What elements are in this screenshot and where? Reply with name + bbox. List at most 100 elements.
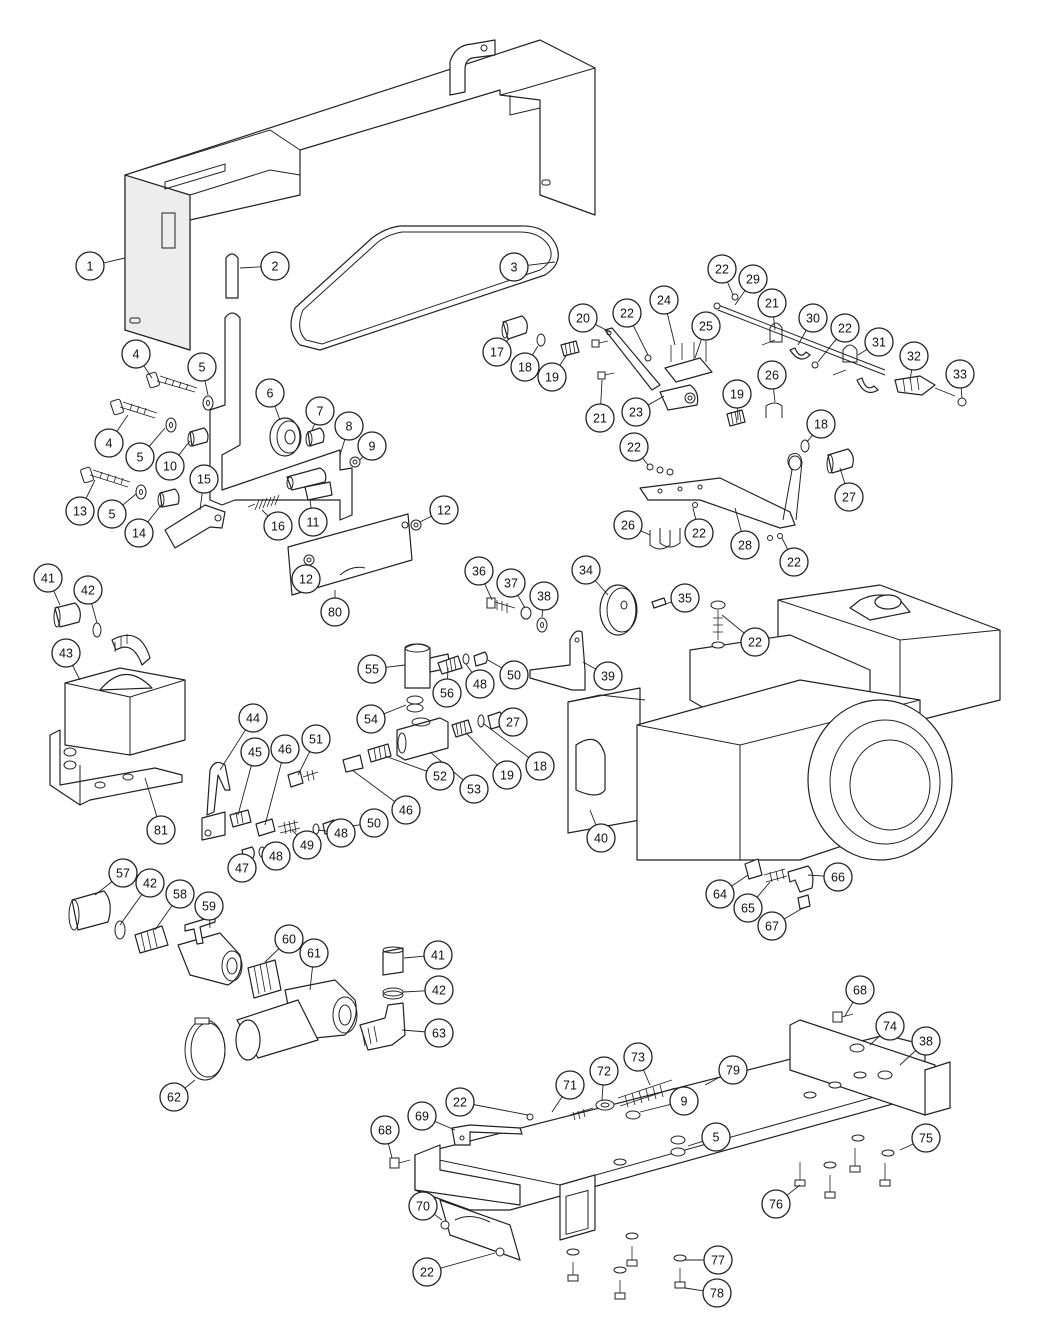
callout-label: 4: [133, 348, 140, 362]
nipple-part-49: [277, 819, 301, 835]
callout-circle: [292, 830, 322, 860]
callout-circle: [875, 1011, 905, 1041]
clamp-part-30: [769, 322, 811, 360]
callout-leader-line: [239, 266, 262, 269]
callout-leader-line: [684, 1287, 704, 1292]
callout-circle: [51, 638, 81, 668]
callout-circle: [585, 403, 615, 433]
callout-circle: [412, 1257, 442, 1287]
callout-22: 22: [817, 313, 860, 363]
callout-label: 8: [346, 420, 353, 434]
bolts-part-76: [794, 1148, 891, 1199]
bolt-part-4-upper: [146, 371, 198, 393]
callout-circle: [75, 251, 105, 281]
callout-leader-line: [85, 479, 96, 499]
callout-circle: [499, 660, 529, 690]
callout-circle: [135, 868, 165, 898]
callout-circle: [357, 654, 387, 684]
nut-part-54: [406, 695, 424, 713]
elbow-part-64: [744, 858, 763, 880]
washers-part-77: [566, 1232, 687, 1274]
callout-64: 64: [705, 874, 749, 909]
callout-circle: [757, 288, 787, 318]
callout-circle: [845, 975, 875, 1005]
callout-label: 27: [842, 491, 856, 505]
main-frame-part-1: [124, 39, 596, 351]
fitting-part-56: [437, 655, 463, 675]
callout-label: 23: [629, 406, 643, 420]
callout-leader-line: [434, 1213, 443, 1221]
bolt-part-21-c: [761, 339, 776, 346]
callout-33: 33: [945, 359, 975, 399]
callout-circle: [291, 564, 321, 594]
callout-circle: [121, 339, 151, 369]
callout-70: 70: [408, 1191, 443, 1221]
washer-part-5-a: [202, 395, 214, 411]
callout-label: 43: [59, 647, 73, 661]
callout-19: 19: [537, 355, 567, 392]
callout-38: 38: [529, 581, 559, 618]
callout-leader-line: [601, 1084, 604, 1101]
callout-label: 33: [953, 368, 967, 382]
callout-label: 72: [597, 1065, 611, 1079]
callout-circle: [73, 575, 103, 605]
callout-leader-line: [184, 1079, 196, 1089]
callout-circle: [722, 379, 752, 409]
callout-1: 1: [75, 251, 126, 281]
callout-circle: [623, 1042, 653, 1072]
hose-clamp-part-42-a: [92, 622, 102, 638]
callout-circle: [621, 397, 651, 427]
spring-part-73: [617, 1079, 676, 1108]
callout-circle: [391, 795, 421, 825]
callout-12: 12: [291, 564, 321, 594]
callout-label: 73: [631, 1051, 645, 1065]
callout-label: 74: [883, 1020, 897, 1034]
callout-circle: [159, 1082, 189, 1112]
callout-label: 39: [601, 670, 615, 684]
callout-label: 25: [699, 320, 713, 334]
callout-circle: [270, 734, 300, 764]
callout-leader-line: [899, 1050, 917, 1066]
callout-25: 25: [691, 311, 721, 359]
clamp-part-48-a: [462, 653, 470, 665]
callout-leader-line: [143, 365, 153, 379]
callout-leader-line: [541, 609, 544, 618]
washer-part-5-c: [135, 484, 147, 500]
callout-leader-line: [632, 325, 649, 356]
callout-circle: [33, 563, 63, 593]
callout-46: 46: [351, 769, 421, 825]
callout-48: 48: [465, 663, 495, 699]
throttle-plate-part-28: [639, 453, 803, 529]
spring-part-16: [247, 494, 280, 511]
callout-48: 48: [317, 818, 356, 848]
hose-part-41-a: [53, 602, 81, 628]
callout-leader-line: [309, 966, 313, 991]
callout-circle: [263, 511, 293, 541]
callout-label: 35: [678, 592, 692, 606]
callout-22: 22: [721, 614, 770, 657]
callout-18: 18: [510, 345, 540, 382]
callout-circle: [464, 556, 494, 586]
callout-19: 19: [465, 732, 522, 790]
callout-leader-line: [465, 663, 473, 673]
clamp-part-31: [842, 344, 879, 393]
callout-circle: [425, 761, 455, 791]
callout-leader-line: [204, 380, 209, 396]
callout-label: 52: [433, 770, 447, 784]
callout-leader-line: [351, 769, 396, 803]
callout-circle: [649, 285, 679, 315]
callout-circle: [334, 411, 364, 441]
washer-part-22-f: [710, 600, 726, 649]
callout-leader-line: [639, 1103, 671, 1113]
callout-circle: [357, 431, 387, 461]
callout-circle: [705, 879, 735, 909]
callout-leader-line: [839, 467, 846, 484]
callout-24: 24: [649, 285, 679, 346]
callout-leader-line: [487, 659, 503, 669]
callout-circle: [733, 893, 763, 923]
callout-7: 7: [305, 396, 335, 431]
callout-label: 18: [533, 760, 547, 774]
callout-label: 9: [681, 1095, 688, 1109]
callout-81: 81: [144, 777, 176, 845]
